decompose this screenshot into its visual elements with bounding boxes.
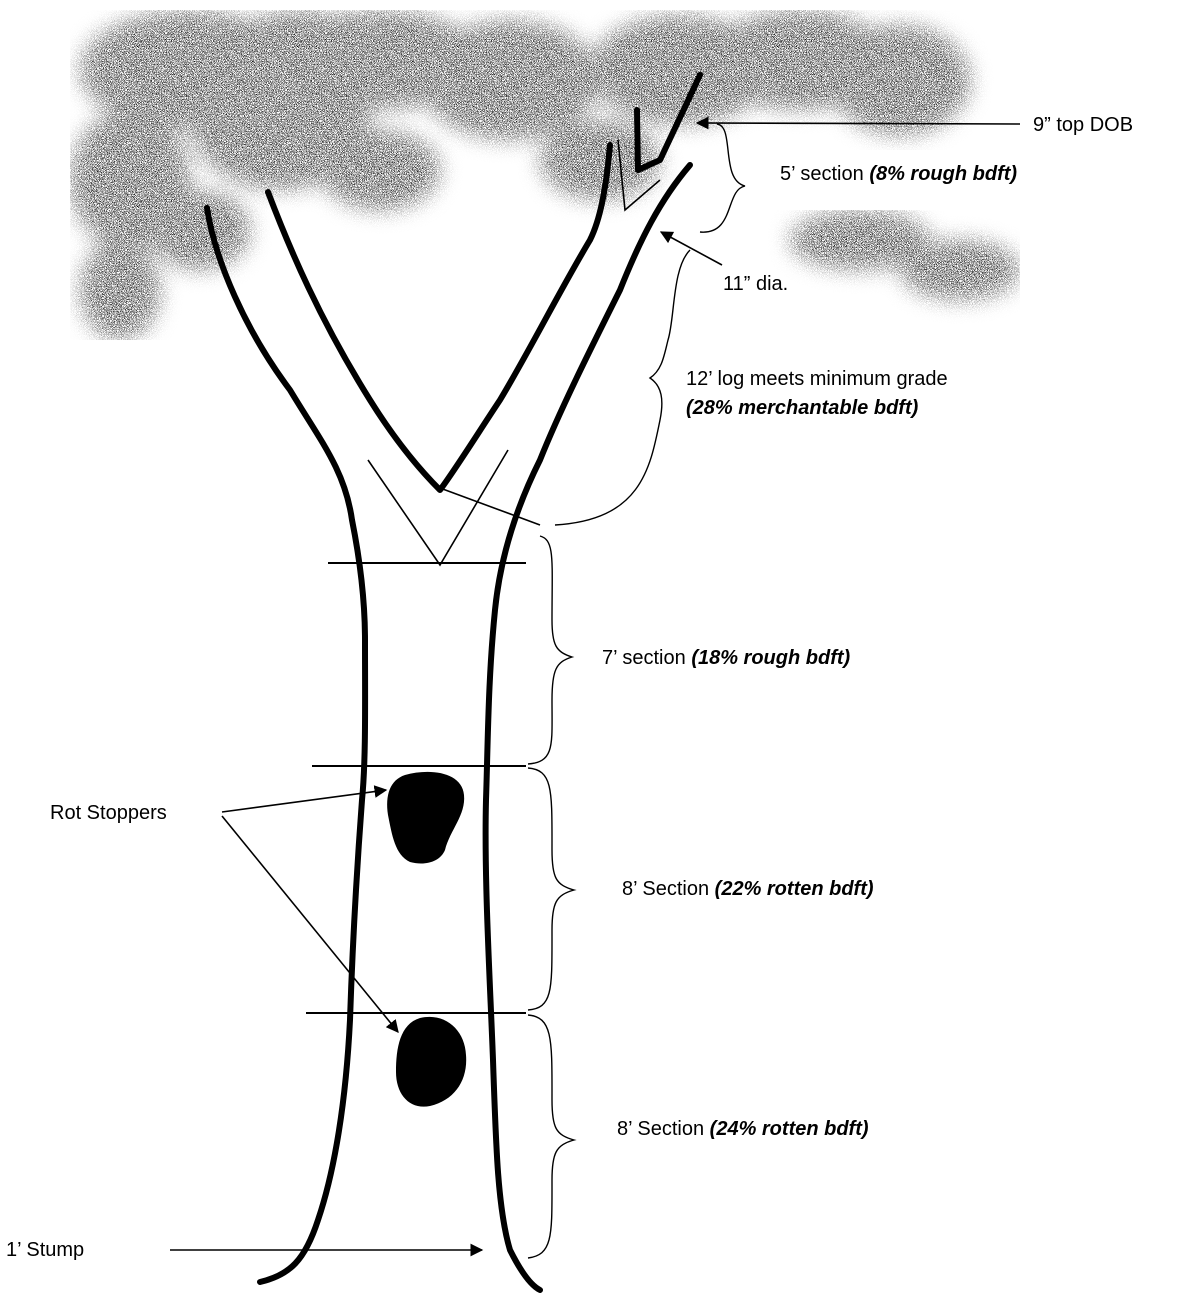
brace-8ft-section-lower <box>528 1015 574 1258</box>
label-rot-stoppers: Rot Stoppers <box>50 802 167 824</box>
label-8ft-section-lower: 8’ Section (24% rotten bdft) <box>617 1118 869 1140</box>
rot-spot-upper <box>387 772 464 864</box>
label-11in-dia: 11” dia. <box>723 273 788 295</box>
label-5ft-section: 5’ section (8% rough bdft) <box>780 163 1017 185</box>
label-7ft-section: 7’ section (18% rough bdft) <box>602 647 851 669</box>
label-12ft-log-note: (28% merchantable bdft) <box>686 397 919 419</box>
label-stump: 1’ Stump <box>6 1239 84 1261</box>
arrow-rot-stopper-lower <box>222 816 398 1032</box>
arrow-top-dob <box>697 123 1020 124</box>
brace-7ft-section <box>528 536 572 764</box>
brace-8ft-section-upper <box>528 768 574 1010</box>
label-8ft-section-upper: 8’ Section (22% rotten bdft) <box>622 878 874 900</box>
arrow-11in-dia <box>661 232 722 265</box>
rot-spot-lower <box>396 1017 466 1107</box>
brace-5ft-section <box>700 124 745 232</box>
label-12ft-log: 12’ log meets minimum grade <box>686 368 948 390</box>
label-top-dob: 9” top DOB <box>1033 114 1133 136</box>
tree-trunk <box>207 75 700 1290</box>
